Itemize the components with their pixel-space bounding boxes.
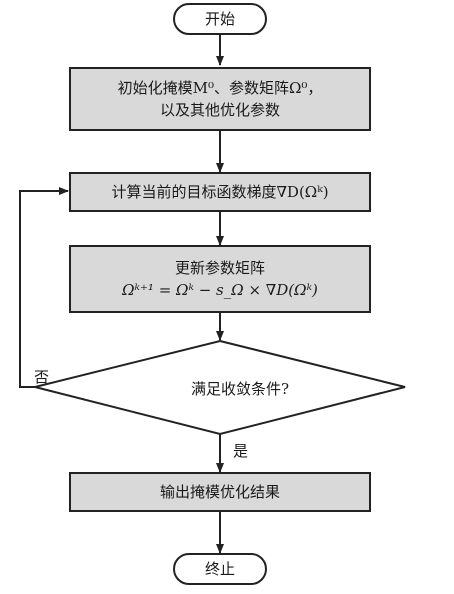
update-step-formula: Ωᵏ⁺¹ = Ωᵏ − s_Ω × ∇D(Ωᵏ)	[122, 281, 318, 299]
loop-back-connector	[19, 187, 69, 388]
output-step-label: 输出掩模优化结果	[159, 483, 280, 501]
decision-label: 满足收敛条件?	[190, 379, 290, 398]
init-step-line-1: 初始化掩模M⁰、参数矩阵Ω⁰，	[117, 79, 323, 97]
start-terminal: 开始	[173, 3, 267, 35]
update-step-line-1: 更新参数矩阵	[174, 259, 265, 277]
end-terminal: 终止	[173, 553, 267, 585]
init-step: 初始化掩模M⁰、参数矩阵Ω⁰， 以及其他优化参数	[69, 67, 371, 131]
init-step-line-2: 以及其他优化参数	[159, 101, 280, 119]
gradient-step-label: 计算当前的目标函数梯度∇D(Ωᵏ)	[111, 183, 329, 201]
output-step: 输出掩模优化结果	[69, 472, 371, 512]
end-label: 终止	[204, 560, 235, 578]
start-label: 开始	[204, 10, 235, 28]
label-no: 否	[34, 368, 50, 386]
label-yes: 是	[233, 442, 249, 460]
update-step: 更新参数矩阵 Ωᵏ⁺¹ = Ωᵏ − s_Ω × ∇D(Ωᵏ)	[69, 245, 371, 313]
gradient-step: 计算当前的目标函数梯度∇D(Ωᵏ)	[69, 172, 371, 212]
